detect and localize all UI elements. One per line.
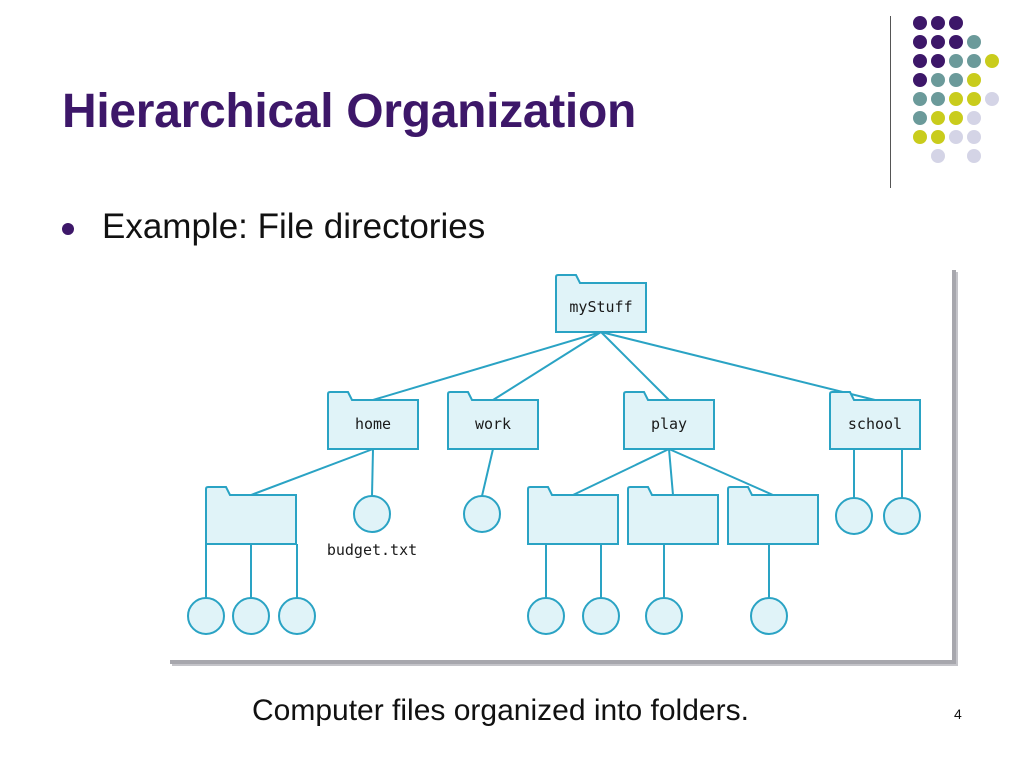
folder-home: home [327, 391, 419, 450]
folder-home-sub [205, 486, 297, 545]
tree-edge [668, 448, 774, 496]
folder-label-home: home [355, 415, 391, 433]
decorative-dot [931, 73, 945, 87]
decorative-divider-line [890, 16, 891, 188]
decorative-dot [967, 54, 981, 68]
file-home-sub-2 [232, 597, 270, 635]
folder-school: school [829, 391, 921, 450]
bullet-text: Example: File directories [102, 207, 486, 246]
tree-edge [668, 448, 674, 496]
tree-edge [600, 331, 670, 401]
decorative-dot [967, 73, 981, 87]
decorative-dot [985, 54, 999, 68]
decorative-dot [949, 130, 963, 144]
file-play-sub3-1 [750, 597, 788, 635]
file-play-sub1-1 [527, 597, 565, 635]
tree-edge [600, 331, 876, 401]
folder-icon [627, 486, 719, 545]
file-budget [353, 495, 391, 533]
folder-mystuff: myStuff [555, 274, 647, 333]
file-home-sub-3 [278, 597, 316, 635]
folder-play-sub-1 [527, 486, 619, 545]
folder-label-play: play [651, 415, 687, 433]
folder-label-school: school [848, 415, 902, 433]
decorative-dot [913, 54, 927, 68]
decorative-dot [949, 73, 963, 87]
decorative-dot [931, 35, 945, 49]
decorative-dot [913, 111, 927, 125]
decorative-dot [931, 16, 945, 30]
folder-play-sub-3 [727, 486, 819, 545]
file-label-budget: budget.txt [327, 541, 417, 559]
tree-edge [250, 448, 374, 496]
decorative-dot [967, 35, 981, 49]
decorative-dot [913, 130, 927, 144]
decorative-dot [931, 54, 945, 68]
decorative-dot [931, 130, 945, 144]
decorative-dot [949, 35, 963, 49]
file-school-2 [883, 497, 921, 535]
decorative-dot [931, 92, 945, 106]
tree-edge [372, 331, 602, 401]
folder-icon [205, 486, 297, 545]
directory-tree: myStuff home work play school [187, 274, 921, 635]
decorative-dot [913, 73, 927, 87]
decorative-dot [967, 111, 981, 125]
decorative-dot [913, 16, 927, 30]
folder-work: work [447, 391, 539, 450]
tree-edge [572, 448, 670, 496]
decorative-dot [985, 92, 999, 106]
decorative-dot [913, 35, 927, 49]
decorative-dot [931, 149, 945, 163]
decorative-dot-grid [913, 16, 999, 163]
tree-edge [492, 331, 602, 401]
decorative-dot [967, 130, 981, 144]
file-work-1 [463, 495, 501, 533]
bullet-item: Example: File directories [62, 204, 485, 250]
decorative-dot [949, 16, 963, 30]
folder-icon [527, 486, 619, 545]
folder-play: play [623, 391, 715, 450]
file-play-sub2-1 [645, 597, 683, 635]
tree-edge [371, 448, 374, 497]
decorative-dot [949, 111, 963, 125]
decorative-dot [913, 92, 927, 106]
decorative-dot [949, 92, 963, 106]
decorative-dot [949, 54, 963, 68]
bullet-icon [62, 223, 74, 235]
file-home-sub-1 [187, 597, 225, 635]
page-number: 4 [954, 706, 962, 722]
file-directory-diagram: myStuff home work play school [166, 266, 952, 660]
decorative-dot [967, 149, 981, 163]
folder-icon [727, 486, 819, 545]
decorative-dot [931, 111, 945, 125]
folder-label-work: work [475, 415, 511, 433]
folder-label-mystuff: myStuff [569, 298, 632, 316]
slide-title: Hierarchical Organization [62, 85, 637, 138]
tree-edges [205, 331, 903, 598]
tree-edge [481, 448, 494, 497]
decorative-dot [967, 92, 981, 106]
file-play-sub1-2 [582, 597, 620, 635]
file-school-1 [835, 497, 873, 535]
folder-play-sub-2 [627, 486, 719, 545]
figure-caption: Computer files organized into folders. [252, 694, 749, 727]
